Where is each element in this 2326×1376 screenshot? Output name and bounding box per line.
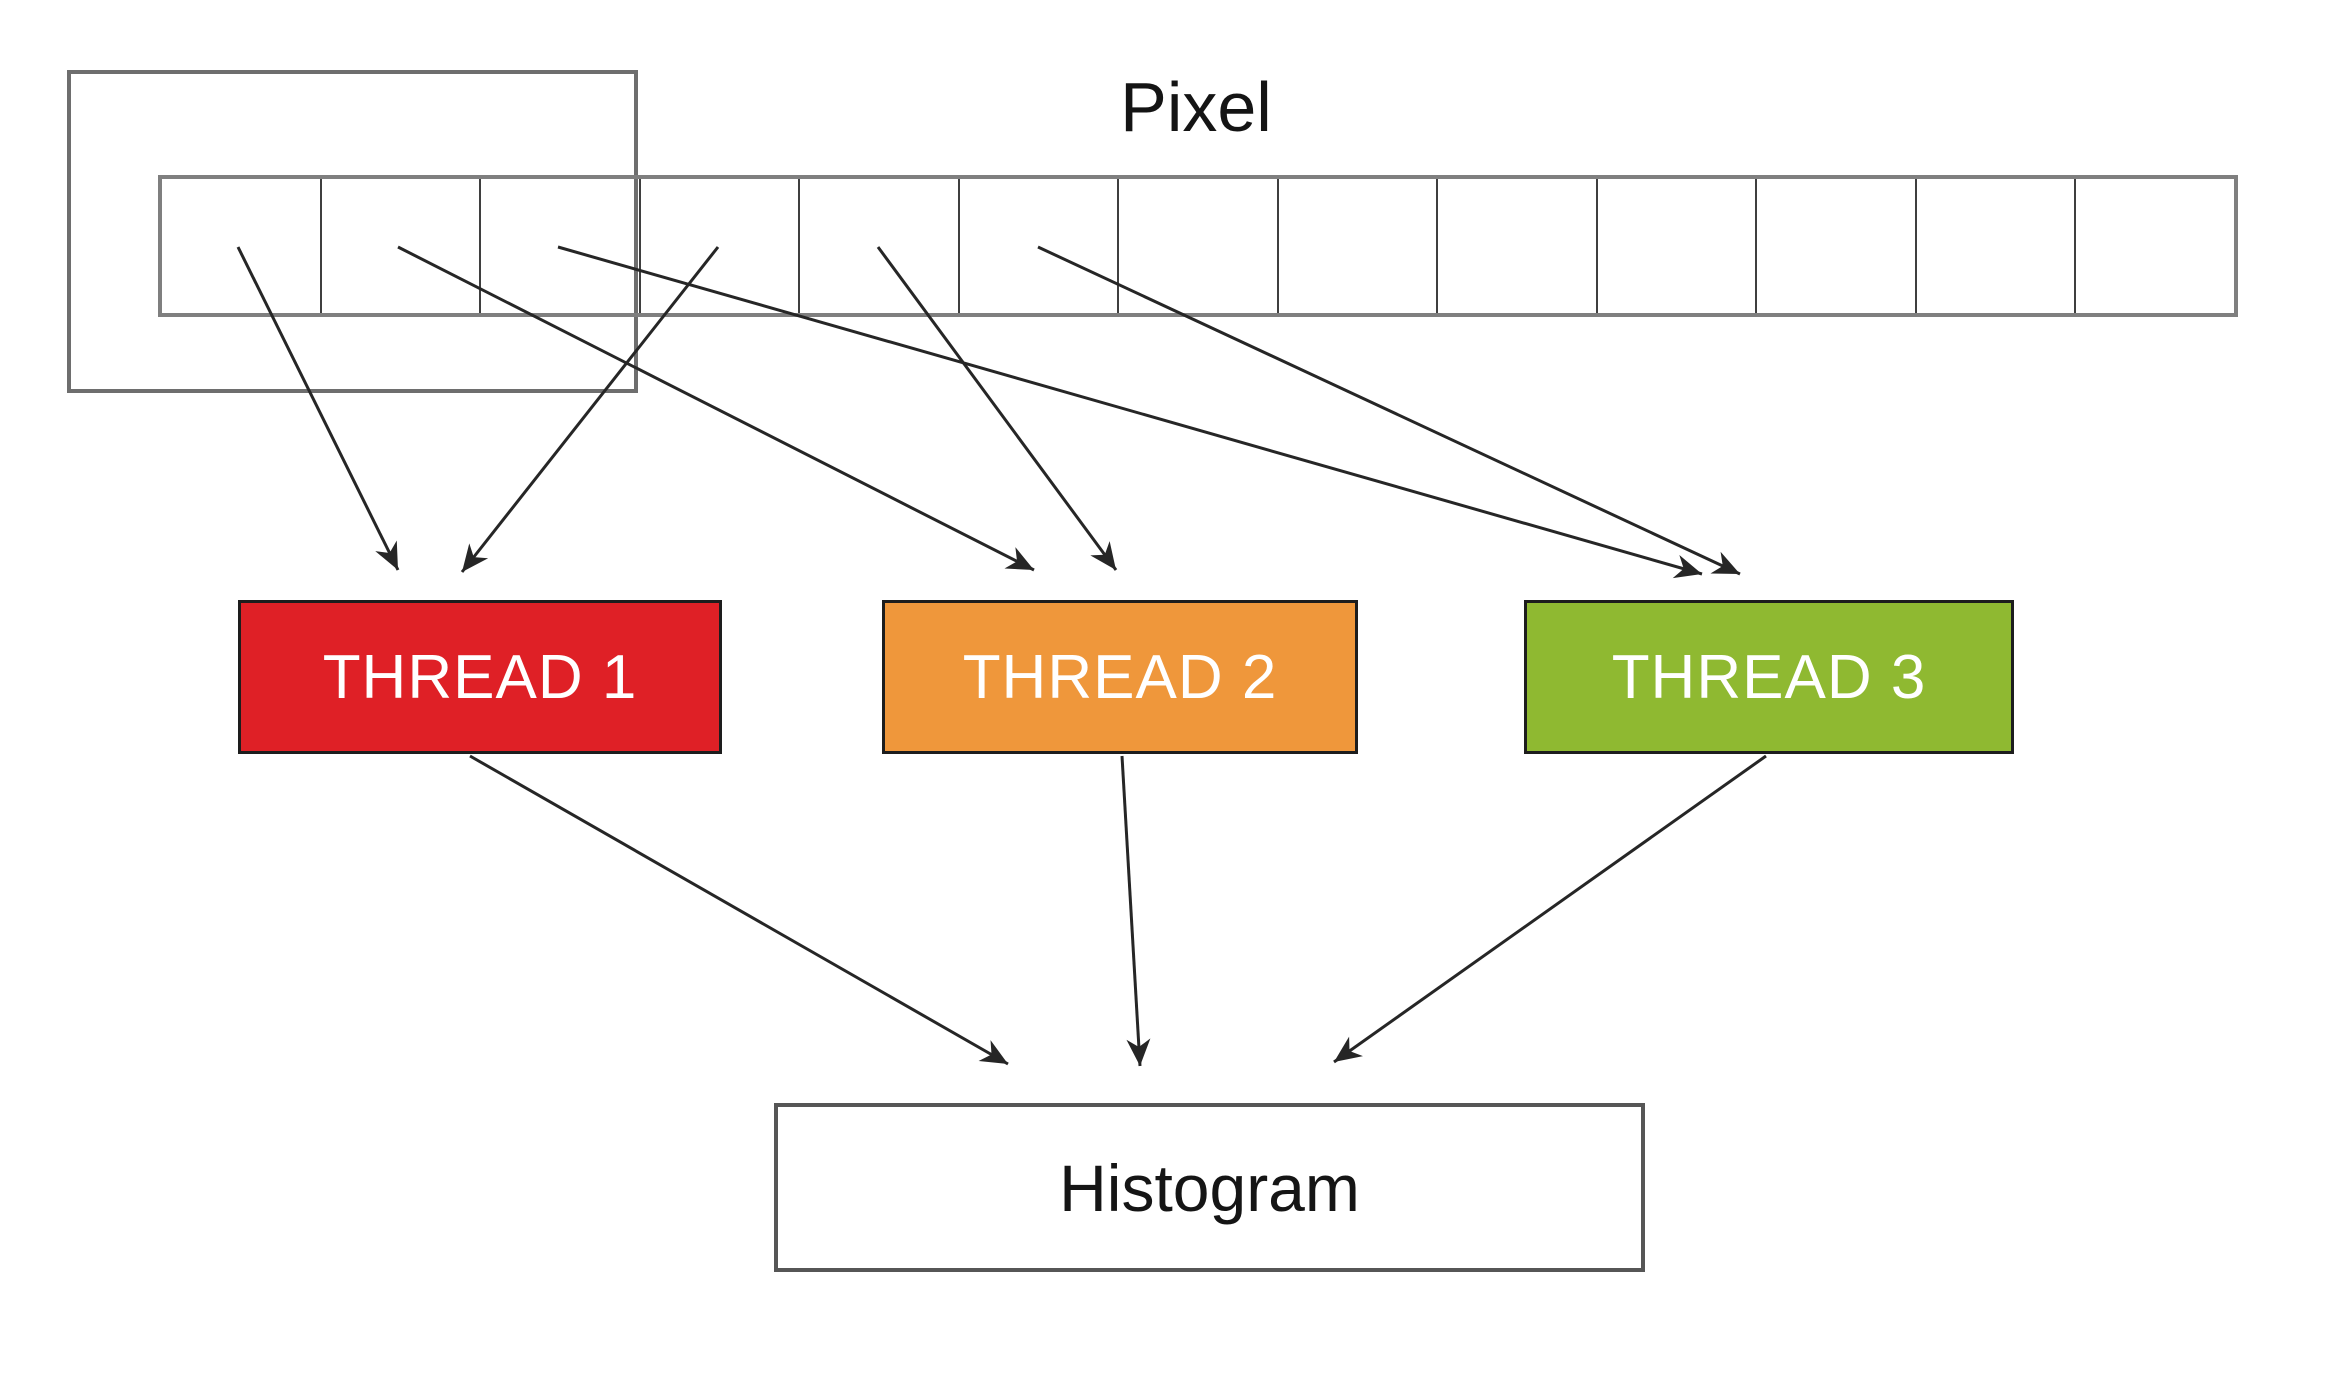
- pixel-array: [158, 175, 2238, 317]
- pixel-cell: [1917, 179, 2077, 313]
- histogram-box: Histogram: [774, 1103, 1645, 1272]
- pixel-cell: [1279, 179, 1439, 313]
- thread-3-label: THREAD 3: [1611, 642, 1927, 712]
- thread-1-label: THREAD 1: [322, 642, 638, 712]
- pixel-cell: [960, 179, 1120, 313]
- thread-box-2: THREAD 2: [882, 600, 1358, 754]
- pixel-cell: [2076, 179, 2234, 313]
- histogram-label: Histogram: [1059, 1150, 1360, 1225]
- pixel-cell: [481, 179, 641, 313]
- thread-2-label: THREAD 2: [962, 642, 1278, 712]
- pixel-cell: [641, 179, 801, 313]
- pixel-cell: [322, 179, 482, 313]
- pixel-cell: [162, 179, 322, 313]
- arrow-thread1-to-histogram: [469, 754, 1009, 1066]
- pixel-cell: [1119, 179, 1279, 313]
- pixel-cell: [1438, 179, 1598, 313]
- pixel-cell: [1757, 179, 1917, 313]
- arrow-thread2-to-histogram: [1120, 755, 1151, 1067]
- thread-box-3: THREAD 3: [1524, 600, 2014, 754]
- pixel-cell: [1598, 179, 1758, 313]
- arrow-thread3-to-histogram: [1333, 754, 1767, 1064]
- thread-box-1: THREAD 1: [238, 600, 722, 754]
- pixel-array-label: Pixel: [1120, 68, 1272, 146]
- pixel-cell: [800, 179, 960, 313]
